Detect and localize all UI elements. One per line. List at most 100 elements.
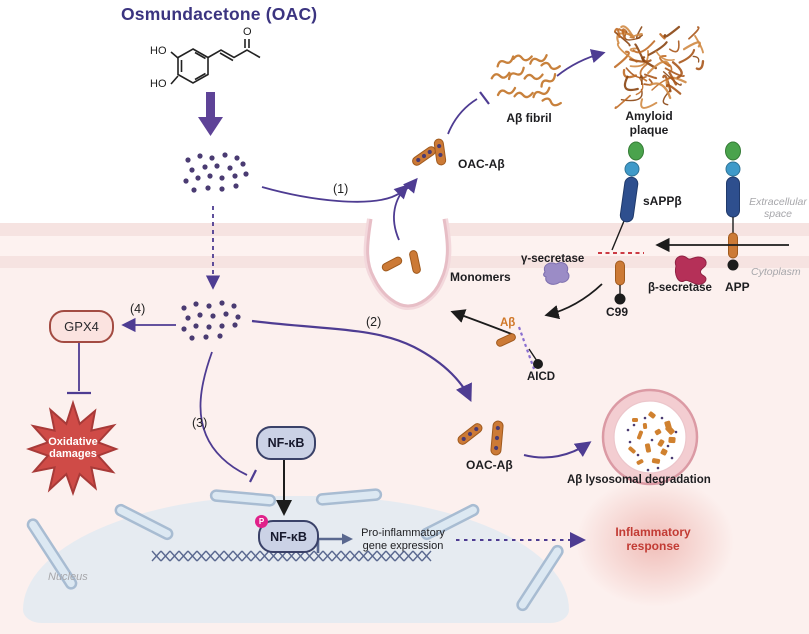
oac-abeta-complex-icon	[457, 423, 483, 445]
abeta-label: Aβ	[500, 317, 516, 329]
oac-abeta-top-label: OAC-Aβ	[458, 157, 505, 171]
phospho-badge: P	[255, 515, 268, 528]
abeta-fibril-icon	[513, 91, 534, 99]
oac-molecule-dot	[214, 163, 220, 169]
abeta-fibril-icon	[512, 54, 533, 62]
abeta-fibril-icon	[541, 97, 562, 107]
oac-molecule-dot	[243, 171, 249, 177]
oxidative-damage-star-icon	[26, 399, 119, 496]
oac-molecule-dot	[203, 334, 209, 340]
oac-molecule-dot	[217, 333, 223, 339]
abeta-fibril-icon	[540, 61, 561, 71]
inhibit-fibril-bar	[479, 91, 490, 105]
oac-molecule-dot	[219, 323, 225, 329]
oac-structure-icon	[170, 39, 261, 85]
oac-molecule-dot	[210, 313, 216, 319]
transcription-arrow	[316, 533, 353, 553]
oac-abeta-bottom-label: OAC-Aβ	[466, 458, 513, 472]
oac-abeta-complex-icon	[412, 146, 436, 166]
amyloid-plaque-icon	[613, 25, 705, 110]
abeta-fibril-icon	[529, 54, 548, 65]
app-protein-icon	[725, 141, 741, 271]
arrow-step1	[261, 177, 418, 203]
degraded-abeta-fragments	[626, 411, 678, 472]
oac-molecule-dot	[219, 186, 225, 192]
dna-icon	[151, 550, 432, 562]
monomers-label: Monomers	[450, 270, 511, 284]
oxidative-damages-label: Oxidative damages	[48, 436, 98, 461]
oac-molecule-dot	[206, 303, 212, 309]
nucleus-label: Nucleus	[48, 571, 88, 583]
oac-molecule-dot	[231, 303, 237, 309]
step-3-label: (3)	[192, 416, 208, 430]
oac-molecule-dot	[205, 185, 211, 191]
cytoplasm-label: Cytoplasm	[751, 266, 801, 278]
oac-molecule-dot	[197, 312, 203, 318]
c99-icon	[614, 260, 626, 305]
aicd-label: AICD	[527, 371, 556, 383]
oac-molecule-dot	[206, 324, 212, 330]
app-label: APP	[725, 280, 750, 294]
nfkb-nucleus-label: NF-κB	[270, 529, 307, 544]
oac-abeta-complex-icon	[490, 420, 504, 456]
abeta-fibril-icon	[490, 71, 511, 80]
oac-molecule-dot	[227, 165, 233, 171]
lysosomal-degradation-label: Aβ lysosomal degradation	[567, 474, 711, 486]
arrow-step2	[251, 319, 472, 402]
oac-molecule-dot	[181, 305, 187, 311]
monomer-icon	[381, 256, 403, 272]
arrow-to-lysosome	[523, 441, 592, 459]
oac-molecule-dot	[185, 157, 191, 163]
oac-molecule-dot	[240, 161, 246, 167]
gpx4-node: GPX4	[49, 310, 114, 343]
oac-molecule-dot	[235, 314, 241, 320]
oac-molecule-dot	[202, 164, 208, 170]
gpx4-label: GPX4	[64, 319, 99, 334]
abeta-fibril-icon	[532, 86, 551, 99]
oac-molecule-dot	[219, 300, 225, 306]
oac-molecule-dot	[234, 155, 240, 161]
gamma-secretase-icon	[543, 262, 570, 285]
beta-secretase-label: β-secretase	[648, 282, 712, 294]
amyloid-plaque-label: Amyloid plaque	[625, 109, 673, 137]
abeta-fibril-label: Aβ fibril	[506, 111, 552, 125]
oac-molecule-dot	[232, 173, 238, 179]
abeta-fibril-icon	[507, 66, 525, 81]
oac-molecule-dot	[209, 155, 215, 161]
carbonyl-o-label: O	[243, 26, 252, 38]
oac-release-arrow	[198, 92, 223, 136]
nuclear-envelope-segment	[26, 518, 78, 590]
ho-top-label: HO	[150, 45, 167, 57]
step-2-label: (2)	[366, 315, 382, 329]
endocytic-pit	[363, 218, 452, 311]
abeta-fibril-icon	[496, 86, 517, 97]
step-4-label: (4)	[130, 302, 146, 316]
oac-molecule-dot	[191, 187, 197, 193]
oac-molecule-dot	[197, 153, 203, 159]
oac-molecule-dot	[232, 322, 238, 328]
nuclear-envelope-segment	[315, 488, 383, 506]
pro-inflammatory-label: Pro-inflammatory gene expression	[361, 527, 445, 552]
abeta-monomer-icon	[496, 333, 516, 347]
extracellular-space-label: Extracellular space	[749, 196, 807, 221]
oac-molecule-dot	[189, 167, 195, 173]
nuclear-envelope-segment	[114, 503, 174, 541]
sappb-label: sAPPβ	[643, 194, 682, 208]
oac-molecule-dot	[185, 315, 191, 321]
oac-molecule-dot	[219, 175, 225, 181]
monomer-icon	[409, 250, 421, 274]
inflammatory-response-label: Inflammatory response	[615, 525, 691, 554]
arrow-fibril-to-plaque	[556, 49, 606, 77]
oac-molecule-dot	[195, 175, 201, 181]
gamma-cleavage-site	[517, 326, 536, 370]
abeta-fibril-icon	[496, 55, 515, 68]
beta-secretase-icon	[674, 255, 707, 285]
nuclear-envelope-segment	[420, 503, 480, 541]
oac-abeta-complex-icon	[433, 138, 447, 166]
oac-molecule-dot	[233, 183, 239, 189]
oac-molecule-dot	[181, 326, 187, 332]
inhibit-fibril-line	[447, 98, 478, 135]
arrow-monomer-binding	[393, 184, 409, 241]
abeta-fibril-icon	[540, 73, 557, 88]
